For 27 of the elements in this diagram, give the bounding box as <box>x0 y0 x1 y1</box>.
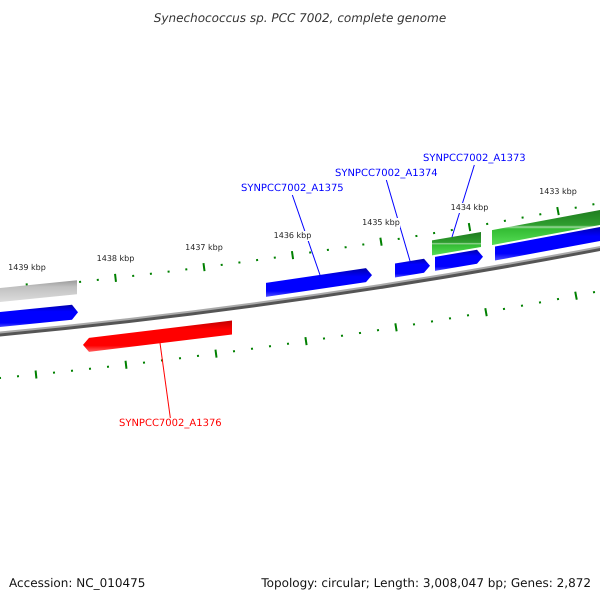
scale-label: 1433 kbp <box>539 187 577 198</box>
gene-block <box>492 209 600 246</box>
gene-label: SYNPCC7002_A1373 <box>423 153 526 165</box>
gene-block <box>266 268 372 297</box>
title: Synechococcus sp. PCC 7002, complete genome <box>154 10 446 27</box>
gene-block <box>395 258 430 278</box>
scale-label: 1439 kbp <box>8 263 46 274</box>
gene-label: SYNPCC7002_A1374 <box>335 168 438 180</box>
gene-label: SYNPCC7002_A1375 <box>241 183 344 195</box>
accession-text: Accession: NC_010475 <box>9 575 146 592</box>
genome-summary: Topology: circular; Length: 3,008,047 bp; Genes: 2,872 <box>261 575 591 592</box>
gene-block <box>83 320 232 352</box>
scale-label: 1434 kbp <box>450 203 488 214</box>
scale-label: 1435 kbp <box>362 218 400 228</box>
scale-label: 1436 kbp <box>274 231 312 242</box>
scale-label: 1438 kbp <box>96 254 134 264</box>
gene-block <box>0 304 78 328</box>
leader-line <box>160 342 171 418</box>
gene-block <box>495 226 600 261</box>
gene-block <box>432 232 481 256</box>
scale-label: 1437 kbp <box>185 243 223 254</box>
gene-block <box>0 280 77 302</box>
leader-line <box>386 180 410 262</box>
leader-line <box>452 164 475 238</box>
gene-label: SYNPCC7002_A1376 <box>119 418 222 430</box>
gene-block <box>435 250 483 271</box>
leader-line <box>292 194 320 276</box>
